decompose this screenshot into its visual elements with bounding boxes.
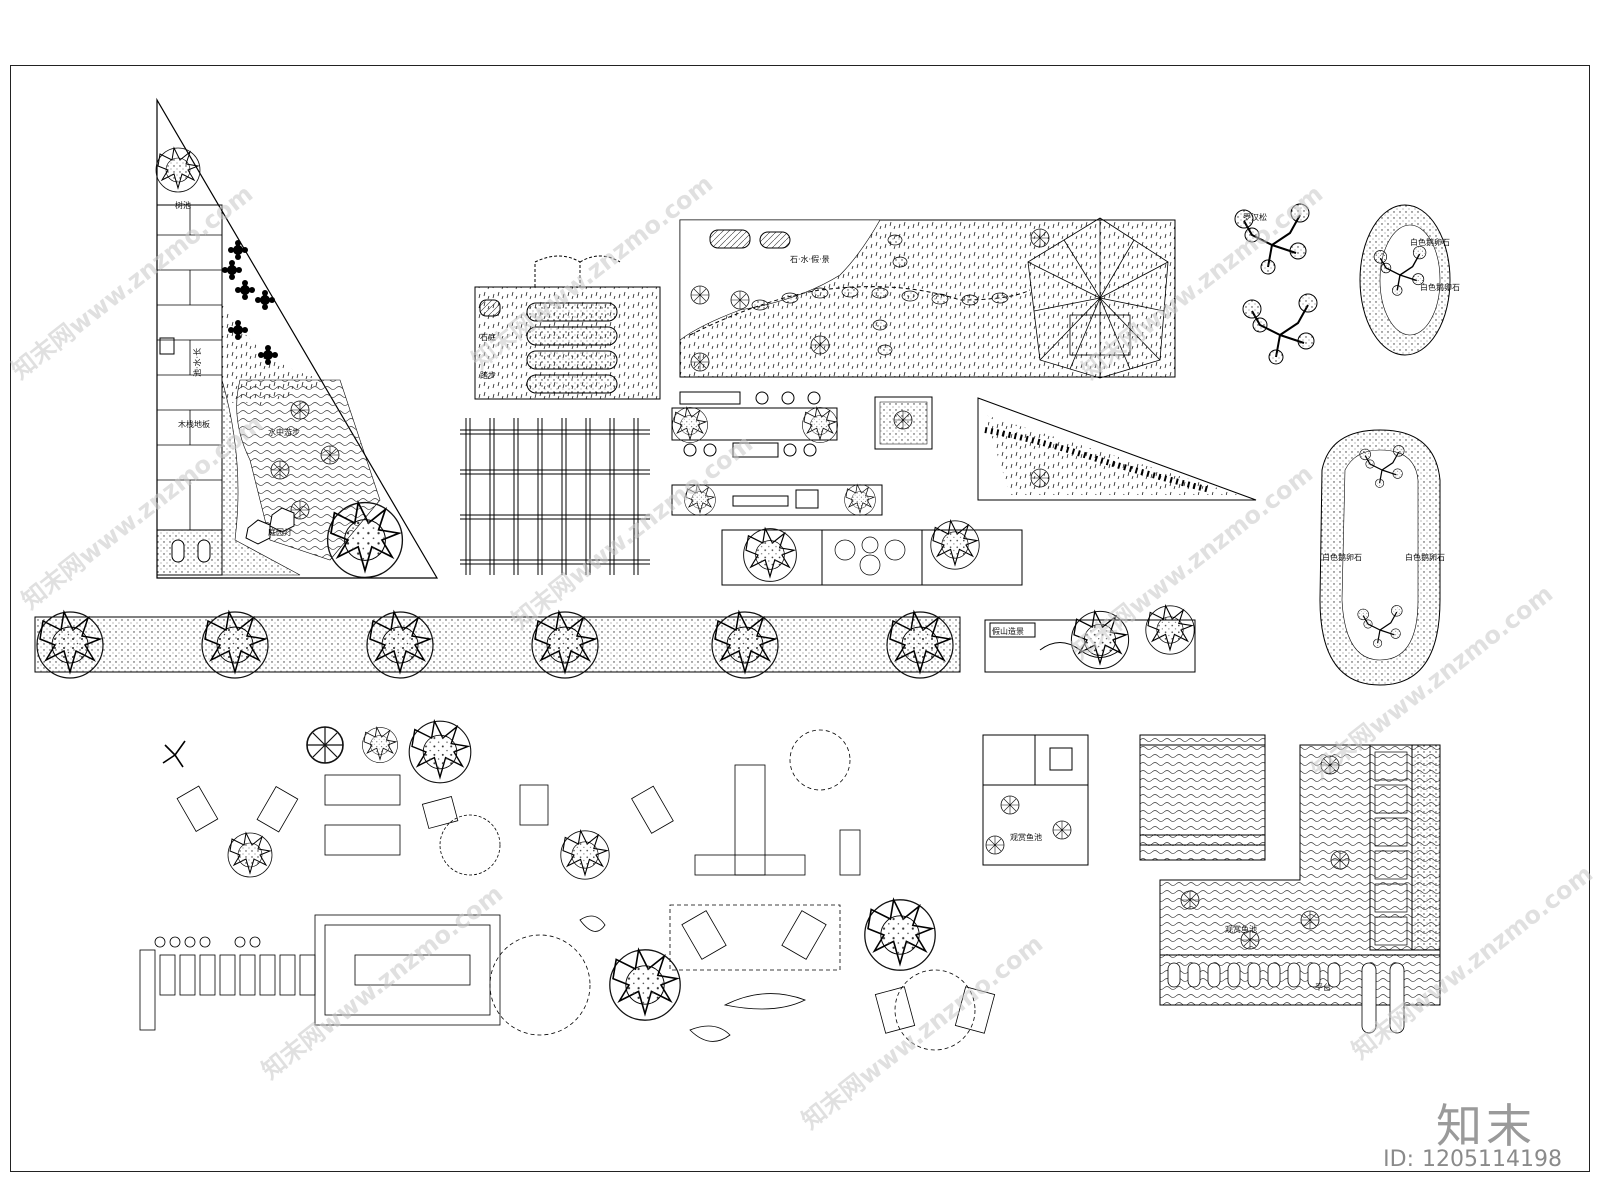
rectangular-garden-plan: 石·水·假·景 bbox=[679, 217, 1176, 379]
furniture-symbol-library bbox=[139, 720, 996, 1051]
label-rock-landscape: 石·水·假·景 bbox=[790, 254, 830, 264]
label-courtyard-rock: 石庭 bbox=[480, 332, 496, 342]
three-cell-planter bbox=[721, 520, 1023, 586]
image-id-label: ID: bbox=[1383, 1147, 1415, 1172]
oval-pool-a: 白色鹅卵石 白色鹅卵石 bbox=[1359, 204, 1460, 356]
label-l-plan: 观赏鱼池 bbox=[1225, 924, 1257, 934]
pine-tree-symbols: 罗汉松 bbox=[1234, 203, 1318, 365]
l-shaped-garden-plan: 观赏鱼池 平台 bbox=[1159, 744, 1441, 1034]
watermark-1: 知末网www.znzmo.com bbox=[6, 180, 258, 385]
brand-logo: 知末 bbox=[1436, 1099, 1536, 1153]
label-pine: 罗汉松 bbox=[1243, 212, 1267, 222]
courtyard-garden-plan: 石庭 踏步 bbox=[474, 255, 661, 400]
image-id-value: 1205114198 bbox=[1422, 1147, 1562, 1172]
fish-pond-plan: 观赏鱼池 bbox=[982, 734, 1089, 866]
label-oval-a-2: 白色鹅卵石 bbox=[1420, 282, 1460, 292]
label-courtyard-stone: 踏步 bbox=[480, 370, 496, 380]
label-tree-pool: 树池 bbox=[175, 200, 191, 210]
label-rockery: 假山造景 bbox=[992, 626, 1024, 636]
long-hedge-plan bbox=[34, 611, 961, 679]
oval-pool-b: 白色鹅卵石 白色鹅卵石 bbox=[1319, 429, 1445, 686]
pergola-grid bbox=[460, 418, 650, 575]
label-fish-pond: 观赏鱼池 bbox=[1010, 832, 1042, 842]
drawing-frame bbox=[10, 65, 1590, 1172]
label-oval-b-1: 白色鹅卵石 bbox=[1322, 552, 1362, 562]
watermark-9: 知末网www.znzmo.com bbox=[796, 930, 1048, 1135]
label-pool: 池·水·长 bbox=[192, 348, 202, 377]
label-pond: 水中游步 bbox=[268, 427, 300, 437]
label-oval-a-1: 白色鹅卵石 bbox=[1410, 237, 1450, 247]
square-planter bbox=[874, 396, 933, 450]
water-feature-box bbox=[1139, 734, 1266, 861]
triangle-garden-plan: 树池 池·水·长 木栈地板 水中游步 庭园灯 bbox=[155, 97, 439, 579]
label-paving: 木栈地板 bbox=[178, 419, 210, 429]
label-oval-b-2: 白色鹅卵石 bbox=[1405, 552, 1445, 562]
watermark-5: 知末网www.znzmo.com bbox=[506, 430, 758, 635]
small-triangle-planter bbox=[977, 397, 1257, 501]
rockery-plan: 假山造景 bbox=[984, 605, 1196, 673]
image-id: ID: 1205114198 bbox=[1375, 1147, 1562, 1172]
label-lamp: 庭园灯 bbox=[268, 527, 292, 537]
label-l-deck: 平台 bbox=[1315, 982, 1331, 992]
bench-planter-row bbox=[671, 391, 883, 516]
